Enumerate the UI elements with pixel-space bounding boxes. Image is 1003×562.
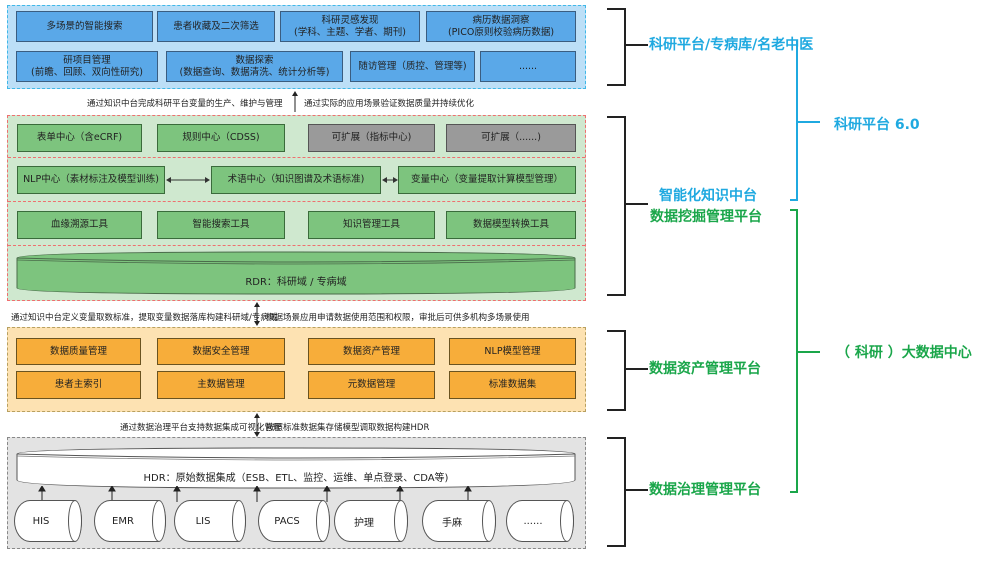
research-item[interactable]: ...... <box>480 51 576 82</box>
nlp-center[interactable]: NLP中心（素材标注及模型训练) <box>17 166 165 194</box>
source-label: 手麻 <box>442 517 462 529</box>
label-research-platform: 科研平台/专病库/名老中医 <box>649 37 814 53</box>
label-data-mining-platform: 数据挖掘管理平台 <box>650 209 762 225</box>
knowledge-center-item[interactable]: 规则中心（CDSS) <box>157 124 285 152</box>
knowledge-center-item[interactable]: 表单中心（含eCRF) <box>17 124 142 152</box>
tool-item[interactable]: 血缘溯源工具 <box>17 211 142 239</box>
bracket-governance <box>607 437 626 547</box>
label-research-6: 科研平台 6.0 <box>834 117 920 133</box>
label-big-data-center: （ 科研 ）大数据中心 <box>836 345 972 361</box>
section-divider <box>8 157 585 158</box>
cylinder-cap <box>394 500 408 542</box>
tool-item[interactable]: 知识管理工具 <box>308 211 435 239</box>
bracket-connector <box>624 368 648 370</box>
source-label: 护理 <box>354 517 374 529</box>
bidirectional-arrow-icon <box>166 177 210 183</box>
source-system-anesthesia[interactable]: 手麻 <box>422 500 496 542</box>
tool-item[interactable]: 智能搜索工具 <box>157 211 285 239</box>
bidirectional-vertical-arrow-icon <box>254 413 260 437</box>
research-item[interactable]: 科研灵感发现 (学科、主题、学者、期刊) <box>280 11 420 42</box>
asset-item[interactable]: 数据资产管理 <box>308 338 435 365</box>
research-item[interactable]: 研项目管理 (前瞻、回顾、双向性研究) <box>16 51 158 82</box>
tool-item[interactable]: 数据模型转换工具 <box>446 211 576 239</box>
cylinder-cap <box>152 500 166 542</box>
label-governance-platform: 数据治理管理平台 <box>649 482 761 498</box>
bracket-connector <box>624 489 648 491</box>
cylinder-cap <box>316 500 330 542</box>
research-item[interactable]: 随访管理（质控、管理等) <box>350 51 475 82</box>
source-label: PACS <box>274 515 300 527</box>
extension-item[interactable]: 可扩展（......) <box>446 124 576 152</box>
rdr-label: RDR：科研域 / 专病域 <box>245 277 347 288</box>
asset-item[interactable]: 患者主索引 <box>16 371 141 399</box>
section-divider <box>8 201 585 202</box>
source-label: ...... <box>523 515 543 527</box>
asset-item[interactable]: 数据安全管理 <box>157 338 285 365</box>
source-arrows <box>38 486 472 502</box>
research-item[interactable]: 数据探索 (数据查询、数据清洗、统计分析等) <box>166 51 343 82</box>
asset-item[interactable]: 数据质量管理 <box>16 338 141 365</box>
flow-note: 通过知识中台完成科研平台变量的生产、维护与管理 <box>87 99 283 109</box>
bidirectional-arrow-icon <box>382 177 398 183</box>
bidirectional-vertical-arrow-icon <box>254 302 260 326</box>
source-system-emr[interactable]: EMR <box>94 500 166 542</box>
flow-note: 通过知识中台定义变量取数标准，提取变量数据落库构建科研域/专病域 <box>11 313 278 323</box>
flow-note: 按照标准数据集存储模型调取数据构建HDR <box>266 423 430 433</box>
cylinder-cap <box>68 500 82 542</box>
up-arrow-icon <box>292 91 298 112</box>
group-bracket-research-6 <box>790 40 820 201</box>
extension-item[interactable]: 可扩展（指标中心) <box>308 124 435 152</box>
bracket-research <box>607 8 626 86</box>
flow-note: 通过实际的应用场景验证数据质量并持续优化 <box>304 99 475 109</box>
source-system-lis[interactable]: LIS <box>174 500 246 542</box>
bracket-knowledge <box>607 116 626 296</box>
label-knowledge-platform: 智能化知识中台 <box>659 188 757 204</box>
source-label: LIS <box>195 515 211 527</box>
bracket-connector <box>624 203 648 205</box>
hdr-database[interactable] <box>15 446 577 490</box>
asset-item[interactable]: NLP模型管理 <box>449 338 576 365</box>
cylinder-cap <box>560 500 574 542</box>
source-label: HIS <box>32 515 50 527</box>
source-label: EMR <box>112 515 134 527</box>
group-bracket-big-data <box>790 209 820 493</box>
research-item[interactable]: 多场景的智能搜索 <box>16 11 153 42</box>
flow-note: 通过数据治理平台支持数据集成可视化管理 <box>120 423 282 433</box>
source-system-more[interactable]: ...... <box>506 500 574 542</box>
label-asset-platform: 数据资产管理平台 <box>649 361 761 377</box>
cylinder-cap <box>232 500 246 542</box>
section-divider <box>8 245 585 246</box>
research-item[interactable]: 病历数据洞察 (PICO原则校验病历数据) <box>426 11 576 42</box>
variable-center[interactable]: 变量中心（变量提取计算模型管理） <box>398 166 576 194</box>
cylinder-cap <box>482 500 496 542</box>
bracket-connector <box>624 44 648 46</box>
research-item[interactable]: 患者收藏及二次筛选 <box>157 11 275 42</box>
asset-item[interactable]: 标准数据集 <box>449 371 576 399</box>
term-center[interactable]: 术语中心（知识图谱及术语标准) <box>211 166 381 194</box>
rdr-database[interactable] <box>15 250 577 296</box>
asset-item[interactable]: 元数据管理 <box>308 371 435 399</box>
source-system-pacs[interactable]: PACS <box>258 500 330 542</box>
source-system-his[interactable]: HIS <box>14 500 82 542</box>
flow-note: 根据场景应用申请数据使用范围和权限，审批后可供多机构多场景使用 <box>266 313 530 323</box>
asset-item[interactable]: 主数据管理 <box>157 371 285 399</box>
hdr-label: HDR：原始数据集成（ESB、ETL、监控、运维、单点登录、CDA等) <box>143 473 449 484</box>
source-system-nursing[interactable]: 护理 <box>334 500 408 542</box>
bracket-asset <box>607 330 626 411</box>
